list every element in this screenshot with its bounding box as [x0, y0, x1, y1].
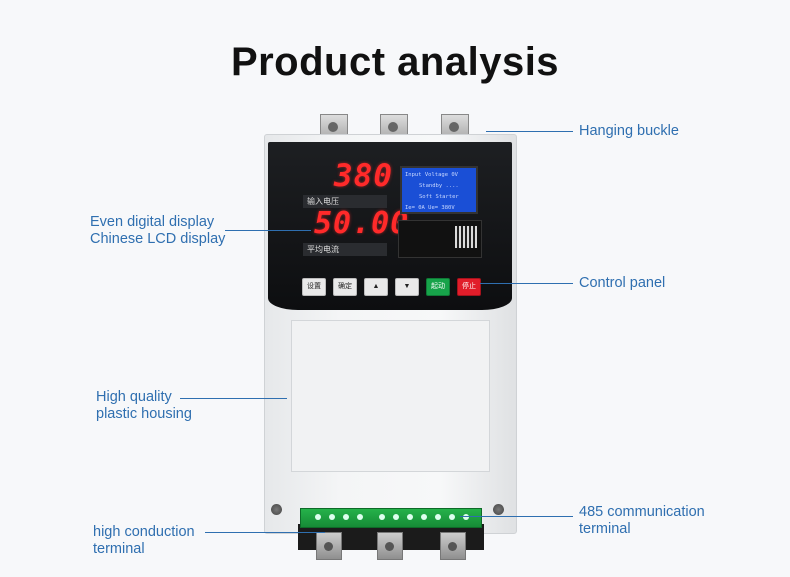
- front-cover: [291, 320, 490, 472]
- start-button[interactable]: 起动: [426, 278, 450, 296]
- lcd-line: Ie= 0A Ue= 380V: [405, 205, 455, 211]
- annotation-housing: High quality plastic housing: [96, 389, 192, 422]
- stop-button[interactable]: 停止: [457, 278, 481, 296]
- led-display-current: 50.00: [314, 206, 410, 241]
- leader-line: [225, 230, 311, 231]
- label-input-voltage: 输入电压: [303, 195, 387, 208]
- lcd-line: Soft Starter: [419, 194, 459, 200]
- screw-icon: [493, 504, 504, 515]
- down-button[interactable]: ▼: [395, 278, 419, 296]
- bottom-terminal-lug: [316, 532, 342, 560]
- up-button[interactable]: ▲: [364, 278, 388, 296]
- leader-line: [460, 516, 573, 517]
- led-display-voltage: 380: [334, 158, 393, 194]
- page-title: Product analysis: [230, 40, 560, 84]
- lcd-line: Input Voltage 0V: [405, 172, 458, 178]
- confirm-button[interactable]: 确定: [333, 278, 357, 296]
- annotation-display: Even digital display Chinese LCD display: [90, 214, 226, 247]
- qr-code-icon: [455, 226, 477, 248]
- annotation-hanging-buckle: Hanging buckle: [579, 123, 679, 139]
- set-button[interactable]: 设置: [302, 278, 326, 296]
- annotation-communication: 485 communication terminal: [579, 504, 705, 537]
- leader-line: [486, 131, 573, 132]
- leader-line: [205, 532, 325, 533]
- annotation-terminal: high conduction terminal: [93, 524, 195, 557]
- lcd-line: Standby ....: [419, 183, 459, 189]
- bottom-terminal-lug: [377, 532, 403, 560]
- lcd-display: Input Voltage 0V Standby .... Soft Start…: [400, 166, 478, 214]
- screw-icon: [271, 504, 282, 515]
- communication-terminal-block: [300, 508, 482, 528]
- leader-line: [480, 283, 573, 284]
- label-average-current: 平均电流: [303, 243, 387, 256]
- annotation-control-panel: Control panel: [579, 275, 666, 291]
- bottom-terminal-lug: [440, 532, 466, 560]
- leader-line: [180, 398, 287, 399]
